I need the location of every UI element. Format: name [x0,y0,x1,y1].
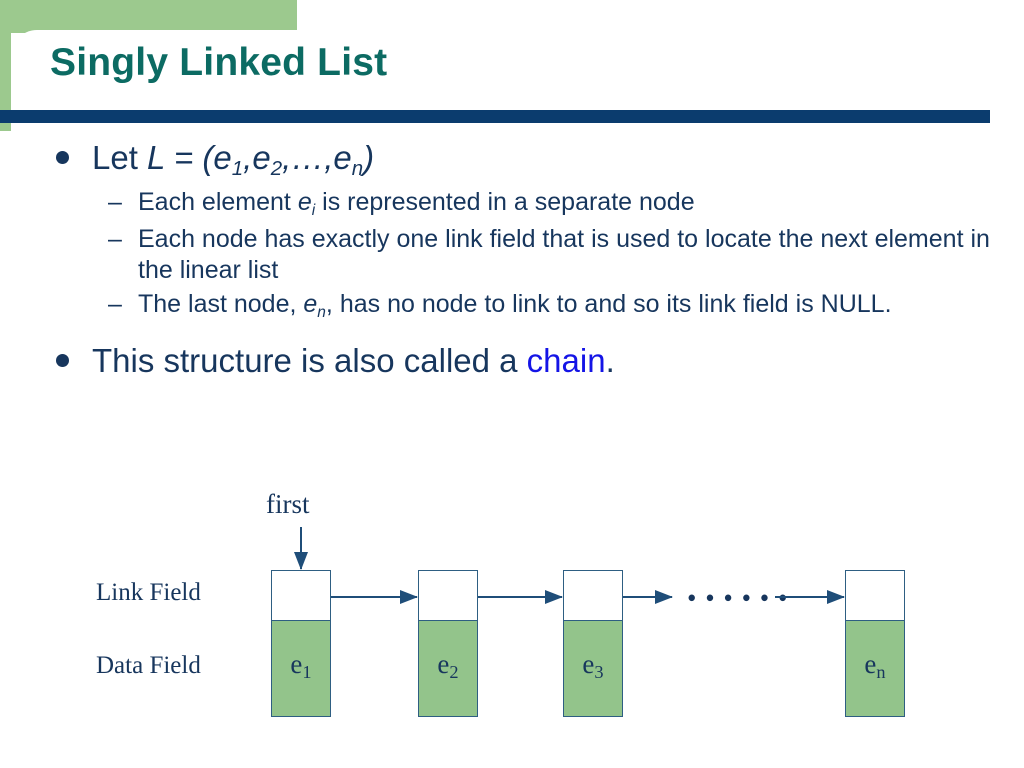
sub-bullet-text-3: The last node, en, has no node to link t… [138,290,892,321]
let-equals: = ( [164,139,214,176]
node-label-subscript: n [876,662,886,683]
title-divider-rule [0,110,990,123]
node-link-field [564,571,622,621]
dash-marker-icon: – [108,188,122,216]
bullet-chain-structure: This structure is also called a chain. [0,341,1024,381]
header-white-panel [11,30,1024,108]
node-label-subscript: 3 [594,662,604,683]
let-en-subscript: n [351,157,364,181]
let-e2: e [252,139,271,176]
link-field-row-label: Link Field [96,579,201,606]
sub3-text-b: , has no node to link to and so its link… [325,290,892,318]
sub3-text-a: The last node, [138,290,304,318]
let-comma1: , [243,139,253,176]
let-ellipsis: ,…, [282,139,334,176]
sub-bullet-last-node: – The last node, en, has no node to link… [0,289,1024,323]
node-data-label: e2 [419,649,477,683]
sub-bullet-text-1: Each element ei is represented in a sepa… [138,188,695,219]
header-green-block [0,0,297,33]
header-green-left-strip [0,0,11,131]
node-link-field [272,571,330,621]
sub1-e: e [297,188,312,216]
node-link-field [846,571,904,621]
slide-body: Let L = (e1,e2,…,en) – Each element ei i… [0,138,1024,385]
let-variable: L [147,139,165,176]
list-node: e2 [418,570,478,717]
let-e2-subscript: 2 [270,157,283,181]
sub1-text-b: is represented in a separate node [315,188,695,216]
data-field-row-label: Data Field [96,652,201,679]
node-link-field [419,571,477,621]
page-title: Singly Linked List [50,41,388,84]
first-pointer-label: first [266,489,310,519]
node-label-subscript: 2 [449,662,459,683]
sub3-e: e [303,290,318,318]
chain-keyword: chain [526,342,606,379]
chain-text-a: This structure is also called a [92,342,527,379]
sub1-e-subscript: i [311,201,316,219]
sub-bullet-each-element: – Each element ei is represented in a se… [0,187,1024,221]
node-label-base: e [437,649,450,679]
let-prefix: Let [92,139,148,176]
node-data-field: en [846,621,904,716]
node-data-field: e2 [419,621,477,716]
bullet-text-chain: This structure is also called a chain. [92,342,615,379]
node-label-base: e [582,649,595,679]
node-label-base: e [290,649,303,679]
list-node: en [845,570,905,717]
let-en: e [333,139,352,176]
chain-text-b: . [605,342,615,379]
dash-marker-icon: – [108,290,122,318]
list-node: e3 [563,570,623,717]
node-data-label: en [846,649,904,683]
sub-bullet-link-field: – Each node has exactly one link field t… [0,224,1024,286]
bullet-dot-icon [56,354,69,367]
ellipsis-label: • • • • • • [687,583,789,613]
bullet-let-definition: Let L = (e1,e2,…,en) [0,138,1024,183]
node-label-base: e [864,649,877,679]
bullet-text-let: Let L = (e1,e2,…,en) [92,139,375,180]
let-e1-subscript: 1 [231,157,244,181]
node-data-field: e1 [272,621,330,716]
sub1-text-a: Each element [138,188,298,216]
node-data-label: e1 [272,649,330,683]
node-label-subscript: 1 [302,662,312,683]
sub3-e-subscript: n [317,303,326,321]
node-data-field: e3 [564,621,622,716]
let-close-paren: ) [363,139,375,176]
bullet-dot-icon [56,151,69,164]
dash-marker-icon: – [108,225,122,253]
let-e1: e [213,139,232,176]
sub-bullet-text-2: Each node has exactly one link field tha… [138,225,990,284]
list-node: e1 [271,570,331,717]
node-data-label: e3 [564,649,622,683]
